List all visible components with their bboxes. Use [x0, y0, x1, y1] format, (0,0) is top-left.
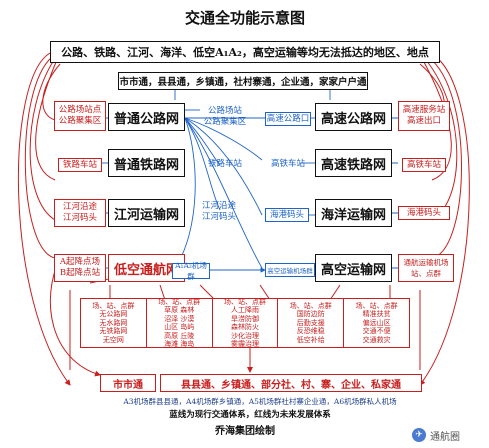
- top-banner: 公路、铁路、江河、海洋、低空A₁A₂，高空运输等均无法抵达的地区、地点: [50, 41, 440, 63]
- site-column-3: 场、站、点群 人工降雨 旱涝防御 森林防火 沙化治理 雾霾治理: [213, 297, 279, 348]
- node-hsr: 高速铁路网: [315, 149, 392, 177]
- site-column-4-item: 低空补给: [296, 335, 325, 344]
- site-column-3-item: 森林防火: [230, 323, 259, 331]
- credit: 乔海集团绘制: [215, 425, 275, 437]
- sites-panel: 场、站、点群 无公路网 无水路网 无铁路网 无空网 场、站、点群 草原 森林 沼…: [80, 298, 410, 348]
- right-label-highway-2: 高速出口: [406, 116, 441, 126]
- site-column-3-item: 雾霾治理: [230, 340, 259, 348]
- mid-label-sea: 海港码头: [265, 208, 309, 222]
- site-column-5-item: 偏远山区: [362, 318, 391, 327]
- left-label-lowair-1: A起降点场: [59, 257, 101, 267]
- node-ordinary-rail: 普通铁路网: [108, 149, 185, 177]
- site-column-1-item: 无水路网: [99, 318, 128, 327]
- left-label-lowair-2: B起降点站: [59, 268, 101, 278]
- footnote-legend: 蓝线为现行交通体系，红线为未来发展体系: [169, 410, 331, 420]
- mid-label-river-2: 江河码头: [201, 212, 236, 222]
- left-label-road: 公路场站点 公路聚集区: [54, 101, 106, 131]
- site-column-5-item: 交通救灾: [362, 335, 391, 344]
- site-column-2: 场、站、点群 草原 森林 沼泽 沙漠 山区 岛屿 高原 丘陵 海滩 海岛: [147, 297, 213, 348]
- mid-label-river: 江河沿途 江河码头: [190, 198, 248, 226]
- site-column-5: 场、站、点群 精准扶贫 偏远山区 交通不便 交通救灾: [344, 299, 409, 347]
- mid-label-river-1: 江河沿途: [201, 201, 236, 211]
- bottom-main-box: 县县通、乡镇通、部分社、村、寨、企业、私家通: [160, 374, 422, 392]
- node-sea: 海洋运输网: [315, 199, 392, 227]
- site-column-4-item: 国防边防: [296, 310, 325, 319]
- site-column-1-header: 场、站、点群: [92, 301, 135, 310]
- node-ordinary-road: 普通公路网: [108, 103, 185, 131]
- node-high-air: 高空运输网: [315, 254, 392, 282]
- left-label-road-1: 公路场站点: [58, 105, 102, 115]
- left-label-river-1: 江河沿途: [62, 202, 97, 212]
- watermark-text: 通航圈: [430, 431, 460, 443]
- site-column-2-header: 场、站、点群: [158, 297, 201, 306]
- site-column-5-item: 交通不便: [362, 327, 391, 336]
- site-column-4-item: 反恐维稳: [296, 327, 325, 336]
- second-banner: 市市通，县县通，乡镇通，社村寨通，企业通，家家户户通: [118, 72, 368, 90]
- left-label-river-2: 江河码头: [62, 213, 97, 223]
- site-column-2-item: 沼泽 沙漠: [164, 314, 195, 323]
- site-column-3-header: 场、站、点群: [223, 297, 266, 306]
- right-label-air-2: 站、点群: [411, 269, 441, 278]
- site-column-2-item: 山区 岛屿: [164, 323, 195, 331]
- left-label-lowair: A起降点场 B起降点站: [54, 254, 106, 282]
- node-river-transport: 江河运输网: [108, 199, 185, 227]
- left-label-river: 江河沿途 江河码头: [54, 199, 106, 227]
- site-column-2-item: 海滩 海岛: [164, 340, 195, 348]
- node-highway: 高速公路网: [315, 103, 392, 131]
- site-column-3-item: 旱涝防御: [230, 314, 259, 323]
- site-column-4-header: 场、站、点群: [289, 301, 332, 310]
- page-title: 交通全功能示意图: [184, 8, 305, 27]
- mid-label-road-2: 公路聚集区: [203, 117, 247, 127]
- site-column-1-item: 无铁路网: [99, 327, 128, 336]
- mid-label-lowair: A₁A₂机场群: [172, 261, 210, 281]
- site-column-5-item: 精准扶贫: [362, 310, 391, 319]
- right-label-highway-1: 高速服务站: [402, 105, 446, 115]
- site-column-2-item: 高原 丘陵: [164, 331, 195, 340]
- site-column-1-item: 无空网: [102, 335, 124, 344]
- mid-label-road: 公路场站 公路聚集区: [200, 104, 250, 130]
- footnote-airport-groups: A3机场群县县通，A4机场群乡镇通，A5机场群社村寨企业通，A6机场群私人机场: [123, 396, 397, 406]
- mid-label-rail: 铁路车站: [207, 158, 242, 169]
- left-label-rail: 铁路车站: [58, 158, 102, 172]
- watermark: ✈ 通航圈: [412, 426, 486, 444]
- right-label-sea: 海港码头: [398, 206, 450, 220]
- site-column-4: 场、站、点群 国防边防 后勤支援 反恐维稳 低空补给: [278, 299, 345, 347]
- mid-label-road-1: 公路场站: [207, 106, 242, 116]
- site-column-4-item: 后勤支援: [296, 318, 325, 327]
- site-column-1: 场、站、点群 无公路网 无水路网 无铁路网 无空网: [81, 299, 147, 347]
- right-label-air: 通航运输机场 站、点群: [398, 254, 454, 282]
- site-column-3-item: 人工降雨: [230, 306, 259, 314]
- site-column-2-item: 草原 森林: [164, 306, 195, 314]
- site-column-1-item: 无公路网: [99, 310, 128, 319]
- watermark-logo-icon: ✈: [412, 428, 426, 442]
- mid-label-hsr: 高铁车站: [270, 158, 305, 169]
- right-label-highway: 高速服务站 高速出口: [398, 101, 450, 131]
- mid-label-air: 高空运输机场群: [265, 263, 315, 277]
- mid-label-highway: 高速公路口: [265, 112, 311, 126]
- right-label-air-1: 通航运输机场: [403, 258, 449, 267]
- right-label-hsr: 高铁车站: [402, 158, 446, 172]
- bottom-city-box: 市市通: [100, 374, 156, 392]
- left-label-road-2: 公路聚集区: [58, 116, 102, 126]
- site-column-3-item: 沙化治理: [230, 331, 259, 340]
- site-column-5-header: 场、站、点群: [355, 301, 398, 310]
